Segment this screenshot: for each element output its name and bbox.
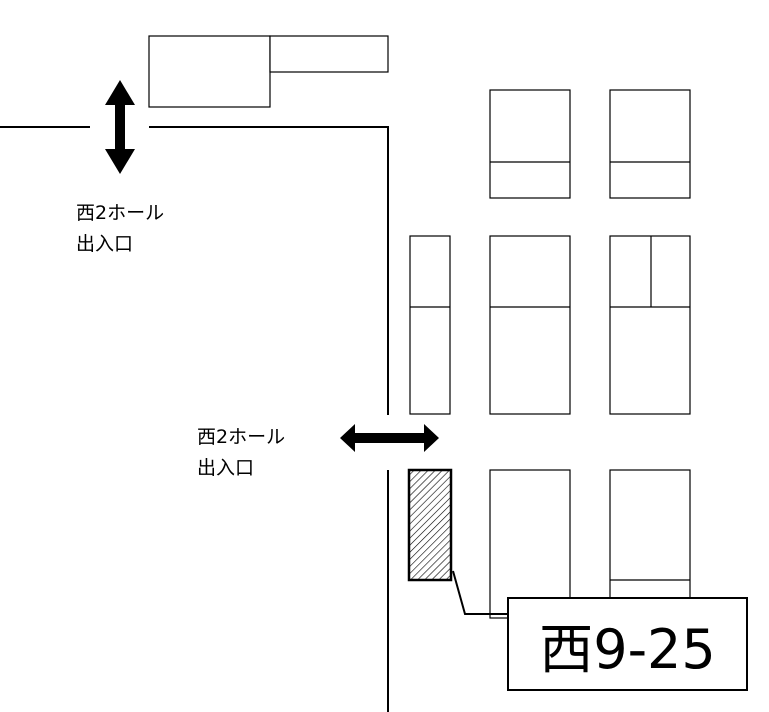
wall-top-right — [149, 126, 389, 415]
entrance-label-middle: 西2ホール 出入口 — [197, 422, 285, 484]
callout-leader-line — [452, 570, 507, 615]
booth-blocks — [409, 89, 691, 619]
booth-block-row2-col2 — [489, 235, 571, 415]
booth-block-row3-col2 — [489, 469, 571, 619]
top-structure — [148, 35, 389, 108]
booth-block-row1-col3 — [609, 89, 691, 199]
entrance-label-top-line1: 西2ホール — [76, 202, 165, 224]
booth-number-label: 西9-25 — [539, 617, 716, 681]
hall-walls — [0, 126, 389, 712]
booth-block-row2-col3 — [609, 235, 691, 415]
entrance-label-middle-line2: 出入口 — [197, 457, 255, 479]
booth-block-row3-col3 — [609, 469, 691, 619]
booth-callout: 西9-25 — [507, 597, 748, 691]
top-structure-side — [269, 35, 389, 73]
entrance-label-top: 西2ホール 出入口 — [76, 198, 164, 260]
entrance-label-top-line2: 出入口 — [76, 233, 134, 255]
vertical-double-arrow-icon — [105, 80, 135, 174]
booth-block-row2-col1 — [409, 235, 451, 415]
top-structure-main — [148, 35, 271, 108]
entrance-label-middle-line1: 西2ホール — [197, 426, 286, 448]
horizontal-double-arrow-icon — [340, 424, 439, 452]
highlighted-booth — [407, 468, 453, 582]
booth-block-row1-col2 — [489, 89, 571, 199]
